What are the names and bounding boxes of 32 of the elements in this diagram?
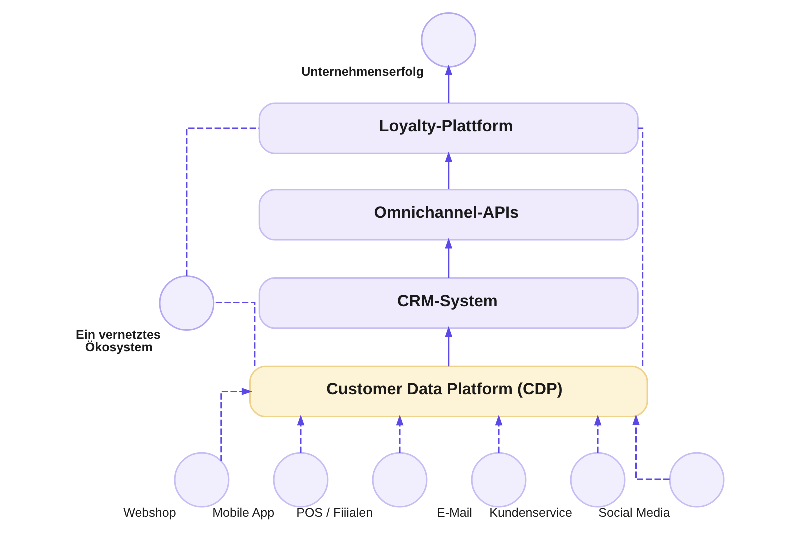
arrow	[445, 326, 453, 367]
node-circle	[174, 452, 230, 508]
node-circle	[471, 452, 527, 508]
arrow	[220, 388, 252, 462]
arrow	[445, 238, 453, 278]
node-circle	[273, 452, 329, 508]
node-label: POS / Fiiialen	[296, 506, 374, 520]
arrow	[297, 415, 305, 454]
connector	[186, 128, 260, 276]
node-box: Loyalty-Plattform	[258, 102, 639, 154]
node-label: Unternehmenserfolg	[302, 64, 424, 79]
node-box: CRM-System	[258, 278, 639, 330]
node-box: Customer Data Platform (CDP)	[249, 366, 648, 418]
arrow	[445, 64, 453, 104]
arrow	[632, 414, 670, 480]
arrow	[594, 415, 602, 454]
node-label: Mobile App	[212, 506, 275, 520]
node-circle	[159, 276, 215, 332]
node-circle	[570, 452, 626, 508]
arrow	[495, 415, 503, 454]
node-circle	[372, 452, 428, 508]
node-circle	[421, 12, 477, 68]
node-label: Ein vernetztes Ökosystem	[76, 328, 161, 355]
arrow	[396, 415, 404, 454]
node-label: Social Media	[598, 506, 670, 520]
node-label: E-Mail	[436, 506, 472, 520]
node-label: Kundenservice	[490, 506, 572, 520]
node-box: Omnichannel-APIs	[258, 189, 639, 241]
arrow	[445, 152, 453, 190]
node-label: Webshop	[124, 506, 176, 520]
node-circle	[669, 452, 725, 508]
connector	[214, 302, 256, 366]
